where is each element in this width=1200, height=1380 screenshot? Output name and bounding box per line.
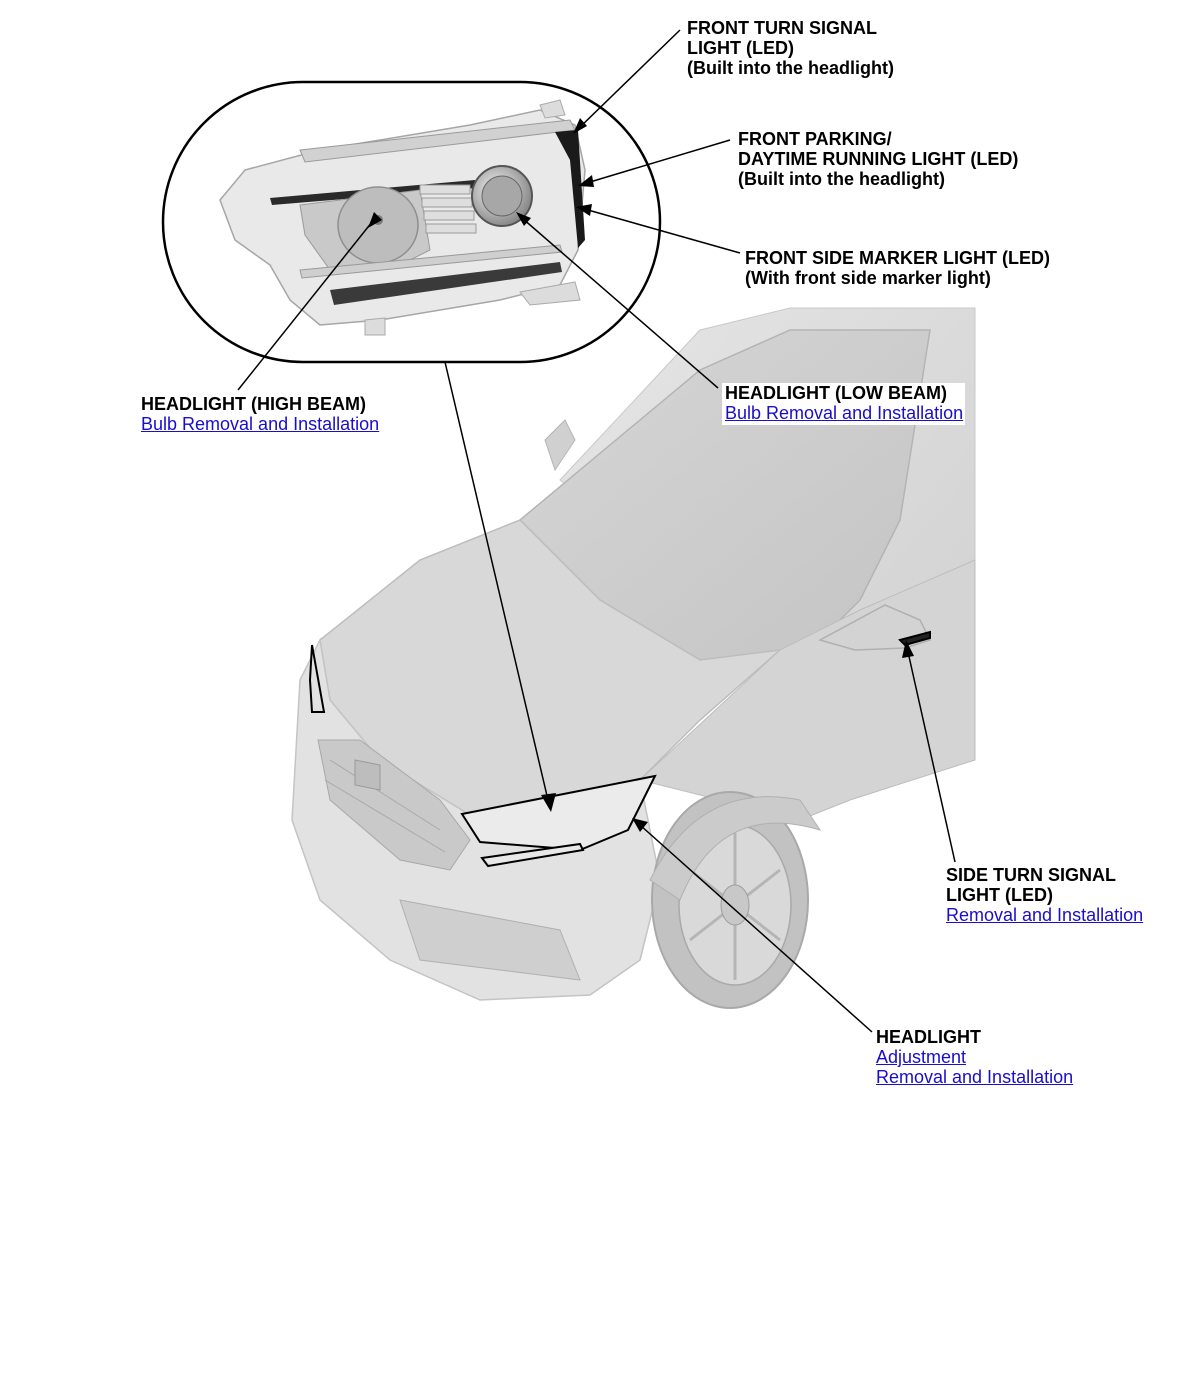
label-front-side-marker: FRONT SIDE MARKER LIGHT (LED) (With fron… [745, 248, 1050, 288]
label-side-turn-signal: SIDE TURN SIGNAL LIGHT (LED) Removal and… [946, 865, 1143, 925]
detail-turn-strip [555, 130, 585, 248]
label-headlight-title: HEADLIGHT [876, 1027, 981, 1047]
label-front-turn-signal-line2: LIGHT (LED) [687, 38, 794, 58]
label-front-turn-signal-line1: FRONT TURN SIGNAL [687, 18, 877, 38]
label-side-turn-signal-line2: LIGHT (LED) [946, 885, 1053, 905]
label-front-parking-line2: DAYTIME RUNNING LIGHT (LED) [738, 149, 1019, 169]
vehicle-illustration [291, 307, 976, 1009]
side-marker-outline [308, 644, 326, 713]
label-front-turn-signal: FRONT TURN SIGNAL LIGHT (LED) (Built int… [687, 18, 894, 78]
side-turn-signal-outline [898, 630, 931, 647]
headlight-detail-illustration [219, 99, 586, 336]
label-front-parking-line1: FRONT PARKING/ [738, 129, 892, 149]
arrowheads [368, 118, 914, 832]
headlight-outline [460, 774, 657, 852]
label-side-turn-signal-line1: SIDE TURN SIGNAL [946, 865, 1117, 885]
label-front-side-marker-line1: FRONT SIDE MARKER LIGHT (LED) [745, 248, 1050, 268]
label-front-turn-signal-line3: (Built into the headlight) [687, 58, 894, 78]
label-headlight: HEADLIGHT Adjustment Removal and Install… [876, 1027, 1073, 1087]
label-headlight-low-beam: HEADLIGHT (LOW BEAM) Bulb Removal and In… [722, 383, 966, 425]
headlight-drl-strip [480, 842, 585, 868]
link-high-beam-bulb-removal[interactable]: Bulb Removal and Installation [141, 414, 380, 434]
label-front-parking-line3: (Built into the headlight) [738, 169, 945, 189]
link-headlight-adjustment[interactable]: Adjustment [876, 1047, 967, 1067]
label-high-beam-title: HEADLIGHT (HIGH BEAM) [141, 394, 366, 414]
leader-lines [237, 29, 956, 1033]
label-front-parking-drl: FRONT PARKING/ DAYTIME RUNNING LIGHT (LE… [738, 129, 1018, 189]
link-headlight-removal[interactable]: Removal and Installation [876, 1067, 1074, 1087]
vehicle-lower-intake [399, 899, 581, 981]
link-low-beam-bulb-removal[interactable]: Bulb Removal and Installation [725, 403, 964, 423]
label-front-side-marker-line2: (With front side marker light) [745, 268, 991, 288]
label-headlight-high-beam: HEADLIGHT (HIGH BEAM) Bulb Removal and I… [141, 394, 380, 436]
label-low-beam-title: HEADLIGHT (LOW BEAM) [725, 383, 947, 403]
vehicle-emblem [354, 759, 381, 791]
vehicle-front-wheel [651, 791, 809, 1009]
link-side-turn-signal-removal[interactable]: Removal and Installation [946, 905, 1144, 925]
